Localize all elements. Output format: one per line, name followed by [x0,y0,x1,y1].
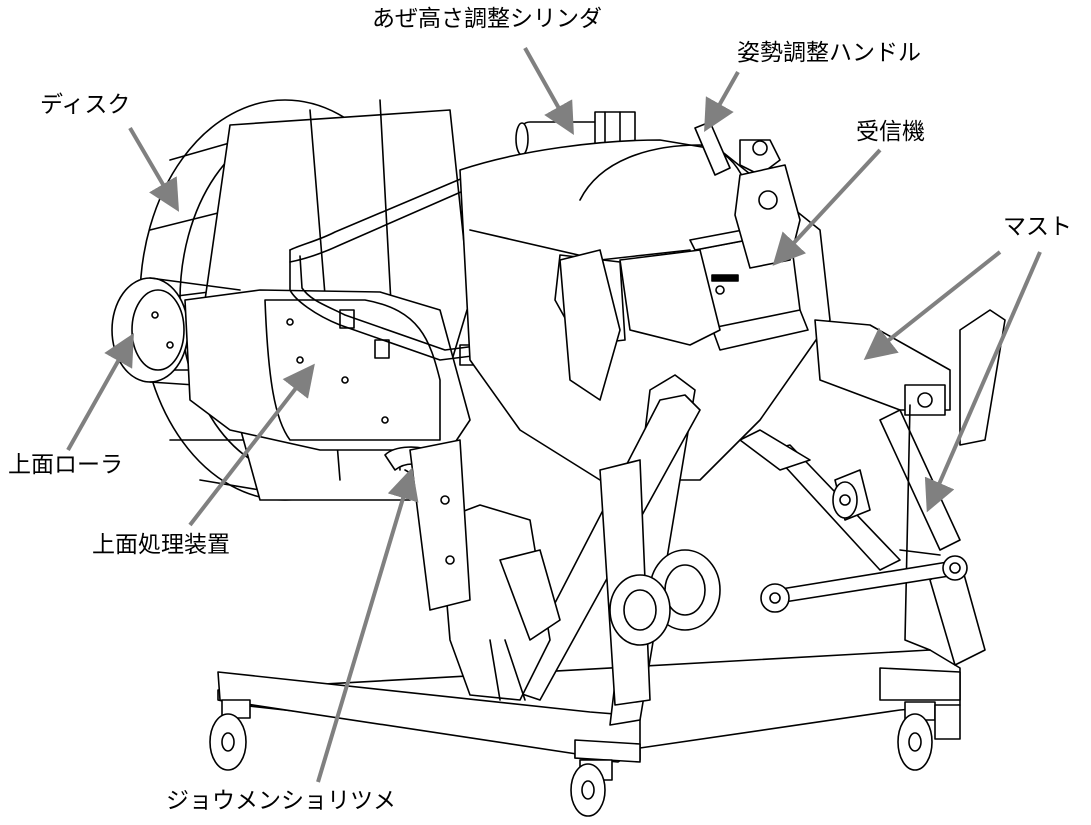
arrow-shisei [704,71,740,132]
machine-illustration [111,99,1006,817]
leader-arrows [66,47,1042,783]
label-top-processing: 上面処理装置 [92,532,230,558]
front-legs [509,374,901,726]
arrow-tsume [316,467,419,783]
pipe-frame [289,171,561,366]
label-jouomen-tsume: ジョウメンショリツメ [166,788,396,814]
label-top-roller: 上面ローラ [8,452,123,478]
upper-processing-cover [184,289,471,451]
arrow-mast-upper [863,250,1002,360]
label-disk: ディスク [40,92,131,118]
label-mast: マスト [1003,214,1072,240]
arrow-roller [66,333,134,451]
label-receiver: 受信機 [856,119,925,145]
arrow-jushin [772,148,882,266]
left-frame-plates [409,249,621,611]
caster-front [570,759,613,817]
caster-right [897,701,961,771]
mast [814,309,1006,666]
arrow-aze [523,47,574,135]
label-posture-handle: 姿勢調整ハンドル [737,40,921,66]
caster-left [209,699,251,771]
arrow-disk [128,126,180,212]
label-ridge-height-cylinder: あぜ高さ調整シリンダ [372,6,602,32]
pto-shaft [832,469,871,521]
arrow-mast-lower [924,251,1042,513]
arrow-shori [188,363,315,527]
base-frame [217,649,961,763]
lower-link [760,549,968,613]
